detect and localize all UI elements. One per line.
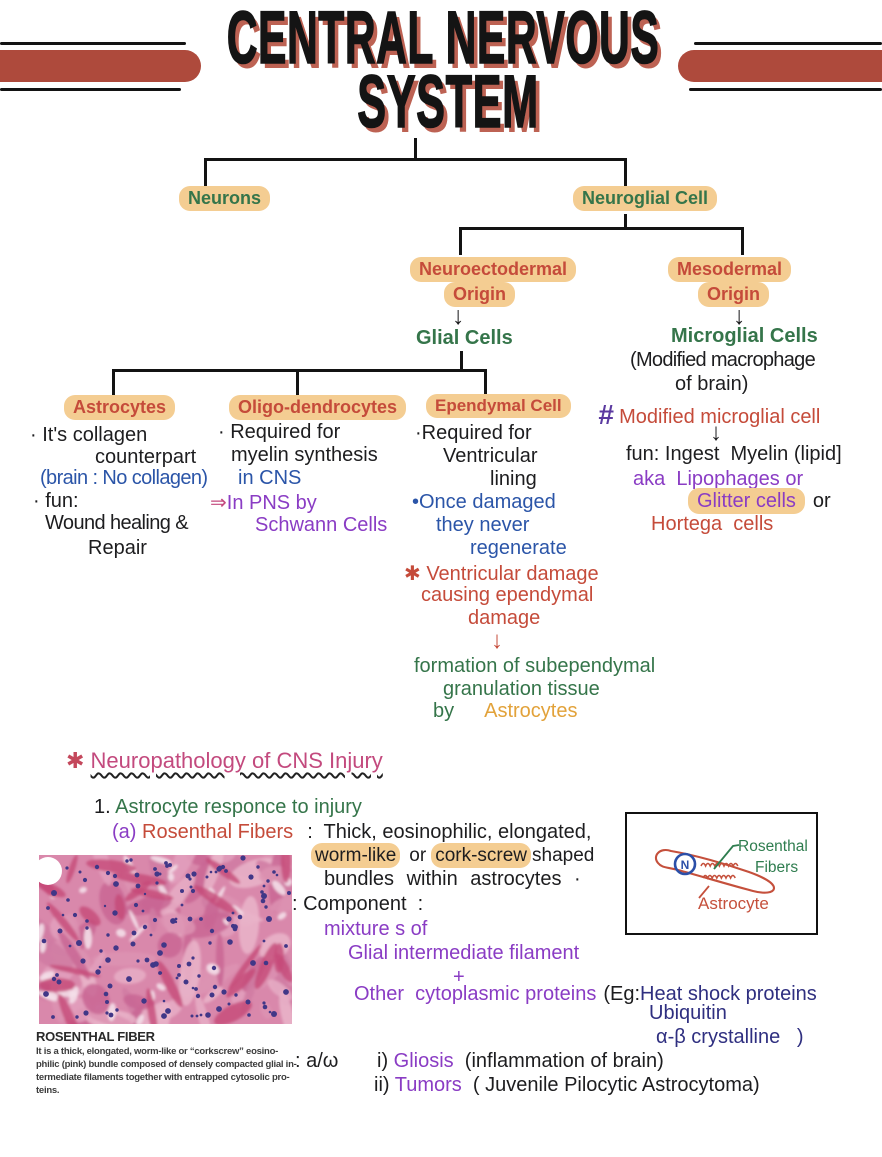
svg-text:N: N: [681, 858, 690, 872]
